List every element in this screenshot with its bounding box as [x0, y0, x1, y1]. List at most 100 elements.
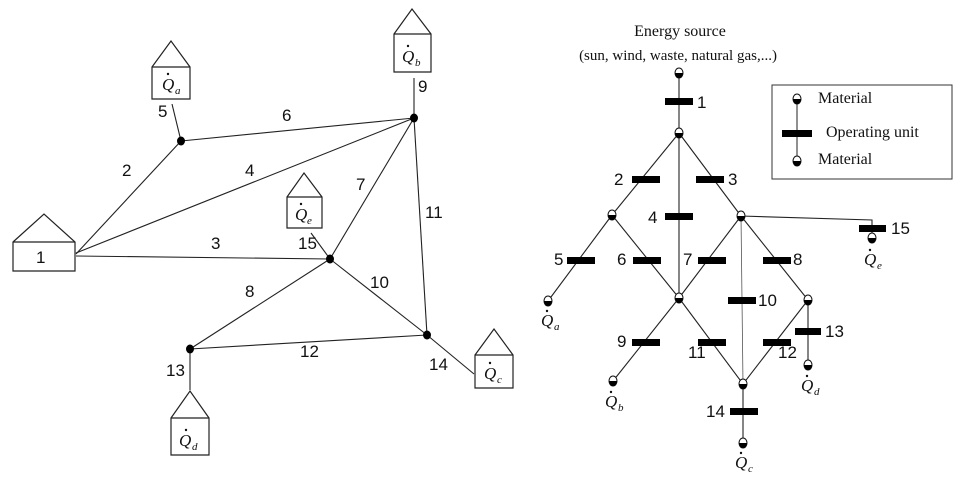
junction-dot	[177, 136, 185, 146]
edge-12	[189, 334, 428, 350]
unit-label-3: 3	[728, 170, 737, 189]
legend-operating-unit-icon	[782, 130, 812, 137]
edge-label-3: 3	[211, 234, 220, 253]
qb-main: Q	[402, 47, 414, 66]
operating-unit-11	[698, 339, 726, 346]
right-material-nodes	[543, 67, 877, 449]
qa-main: Q	[162, 75, 174, 94]
material-node-qa	[543, 295, 553, 307]
legend: Material Operating unit Material	[771, 84, 953, 180]
edge-label-10: 10	[370, 273, 389, 292]
unit-label-10: 10	[758, 291, 777, 310]
edge-label-9: 9	[418, 77, 427, 96]
arc-2	[611, 132, 680, 216]
arc-15	[740, 215, 873, 237]
material-node-qc	[738, 437, 748, 449]
material-node	[736, 210, 746, 222]
left-network-graph: 1 Q a Q b Q e Q c	[12, 7, 514, 456]
edge-label-13: 13	[166, 361, 185, 380]
operating-unit-2	[632, 176, 660, 183]
house-node-qa: Q a	[151, 39, 191, 100]
operating-unit-12	[763, 339, 791, 346]
unit-label-7: 7	[683, 250, 692, 269]
unit-label-13: 13	[825, 322, 844, 341]
left-edges	[75, 78, 475, 390]
junction-dot	[186, 344, 194, 354]
unit-label-12: 12	[778, 343, 797, 362]
material-node	[738, 378, 748, 390]
edge-label-6: 6	[282, 106, 291, 125]
material-node-source	[674, 67, 684, 79]
operating-unit-9	[632, 339, 660, 346]
output-qe-main: Q	[864, 250, 876, 269]
qe-sub: e	[307, 215, 312, 227]
legend-material-top-icon	[792, 93, 802, 105]
junction-dot	[326, 254, 334, 264]
house-node-1: 1	[12, 213, 76, 272]
edge-2	[75, 140, 182, 255]
edge-label-4: 4	[245, 161, 254, 180]
node-1-label: 1	[36, 248, 45, 267]
output-qd-sub: d	[814, 386, 820, 398]
dot-accent	[739, 451, 743, 455]
operating-unit-8	[763, 257, 791, 264]
output-qb-main: Q	[605, 392, 617, 411]
edge-label-11: 11	[425, 203, 443, 222]
edge-14	[426, 334, 475, 375]
junction-dot	[423, 330, 431, 340]
house-node-qc: Q c	[474, 327, 514, 389]
legend-material-bottom-icon	[792, 155, 802, 167]
edge-10	[329, 258, 428, 336]
operating-unit-13	[795, 328, 821, 335]
operating-unit-6	[633, 257, 661, 264]
junction-dot	[410, 113, 418, 123]
legend-operating-unit-label: Operating unit	[826, 124, 919, 141]
house-node-qb: Q b	[393, 7, 432, 73]
output-qe: Q e	[864, 248, 882, 272]
operating-unit-4	[665, 213, 693, 220]
material-node	[803, 294, 813, 306]
right-output-labels: Q a Q b Q c Q d Q e	[541, 248, 882, 475]
dot-accent	[166, 72, 170, 76]
qd-main: Q	[179, 431, 191, 450]
dot-accent	[488, 361, 492, 365]
material-node	[674, 127, 684, 139]
edge-label-7: 7	[356, 175, 365, 194]
unit-label-1: 1	[697, 93, 706, 112]
operating-unit-5	[567, 257, 595, 264]
left-edge-labels: 2 3 4 5 6 7 8 9 10 11 12 13 14 15	[122, 77, 448, 380]
output-qc: Q c	[735, 451, 753, 475]
qc-main: Q	[484, 364, 496, 383]
output-qc-sub: c	[748, 463, 753, 475]
edge-6	[180, 117, 415, 142]
dot-accent	[805, 374, 809, 378]
edge-label-8: 8	[245, 282, 254, 301]
material-node	[674, 292, 684, 304]
dot-accent	[868, 248, 872, 252]
energy-source-subtitle: (sun, wind, waste, natural gas,...)	[579, 48, 777, 64]
edge-11	[413, 117, 428, 336]
operating-unit-labels: 1 2 3 4 5 6 7 8 9 10 11 12 13 14 15	[554, 93, 910, 421]
dot-accent	[545, 309, 549, 313]
operating-unit-10	[728, 297, 756, 304]
edge-5	[171, 103, 182, 142]
qb-sub: b	[415, 57, 421, 69]
operating-unit-3	[696, 176, 724, 183]
edge-label-12: 12	[300, 342, 319, 361]
operating-unit-1	[665, 98, 693, 105]
output-qb-sub: b	[618, 402, 624, 414]
unit-label-11: 11	[688, 343, 706, 362]
energy-source-title: Energy source	[634, 23, 726, 40]
edge-label-2: 2	[122, 161, 131, 180]
material-node-qd	[803, 359, 813, 371]
edge-3	[75, 255, 331, 260]
unit-label-5: 5	[554, 250, 563, 269]
material-node-qb	[608, 375, 618, 387]
output-qe-sub: e	[877, 260, 882, 272]
dot-accent	[406, 44, 410, 48]
output-qa-main: Q	[541, 311, 553, 330]
qd-sub: d	[192, 441, 198, 453]
unit-label-15: 15	[891, 219, 910, 238]
